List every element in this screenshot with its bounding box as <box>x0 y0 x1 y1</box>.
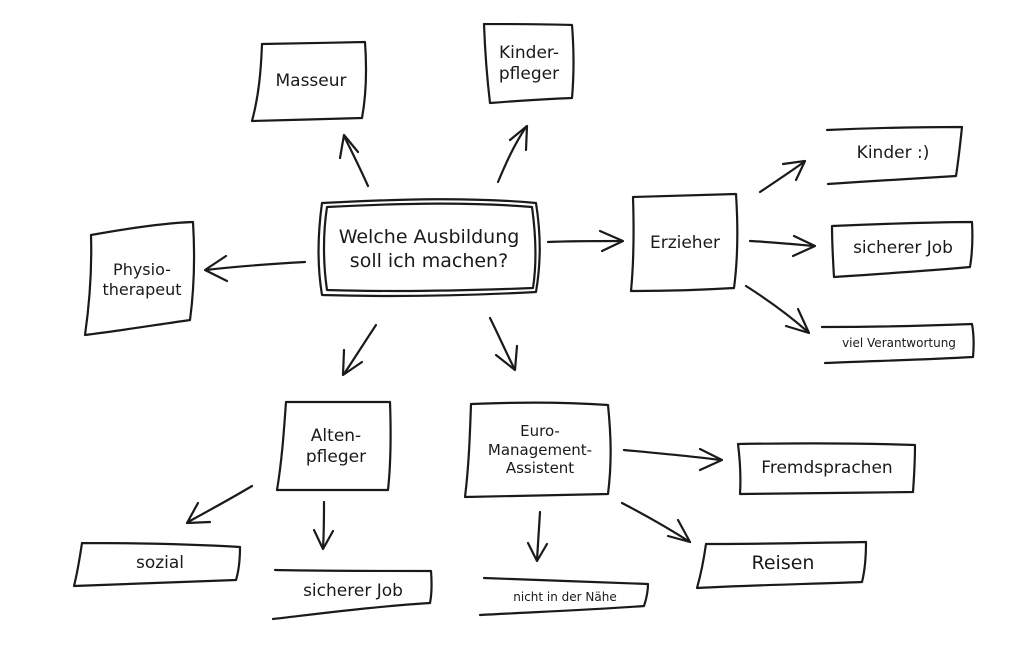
arrow-to-altenpfleger-head <box>341 348 364 377</box>
arrow-to-naehe <box>535 510 542 562</box>
center-node-label: Welche Ausbildung soll ich machen? <box>322 207 536 293</box>
center-node-line-1: Welche Ausbildung <box>338 226 520 249</box>
arrow-to-altenpfleger <box>342 323 378 376</box>
kinderpfleger-node-label: Kinder- pfleger <box>498 42 560 84</box>
arrow-to-erzieher <box>546 239 624 244</box>
altenpfleger-node-box <box>275 400 392 492</box>
sicherer-job-node-box-1 <box>830 220 974 279</box>
sozial-node-label: sozial <box>135 553 185 574</box>
arrow-to-sozial <box>186 484 254 524</box>
euro-node-label: Euro- Management- Assistent <box>487 421 593 478</box>
arrow-to-kinderpfleger <box>496 125 528 184</box>
arrow-to-kinder-head <box>781 159 807 182</box>
arrow-to-erzieher-head <box>598 229 625 253</box>
kinder-node-box <box>825 125 964 186</box>
arrow-to-euro <box>488 316 516 370</box>
arrow-to-naehe-head <box>526 541 549 563</box>
arrow-to-verantwortung <box>744 284 810 334</box>
arrow-to-sicherer-job-2-head <box>312 528 335 551</box>
verantwortung-node-box <box>820 322 975 365</box>
arrow-to-reisen <box>620 501 692 544</box>
erzieher-node-box <box>629 192 739 293</box>
center-node-box-inner <box>322 202 537 293</box>
masseur-node-box <box>250 40 368 123</box>
center-node-line-2: soll ich machen? <box>349 250 509 272</box>
verantwortung-node-label: viel Verantwortung <box>842 335 956 350</box>
kinderpfleger-node-box <box>482 22 575 105</box>
masseur-node-label: Masseur <box>275 71 347 92</box>
physio-node-label: Physio- therapeut <box>102 260 182 299</box>
reisen-node-label: Reisen <box>751 552 815 575</box>
reisen-node-box <box>695 540 868 590</box>
physio-node-box <box>83 220 196 337</box>
naehe-node-box <box>478 576 650 617</box>
arrow-to-fremdsprachen <box>622 448 722 462</box>
erzieher-node-label: Erzieher <box>649 233 721 254</box>
euro-node-box <box>463 401 612 499</box>
arrow-to-euro-head <box>494 344 519 372</box>
arrow-to-sicherer-job-1 <box>748 239 816 248</box>
fremdsprachen-node-box <box>736 442 917 496</box>
sozial-node-box <box>72 541 242 588</box>
arrow-to-reisen-head <box>666 518 692 544</box>
fremdsprachen-node-label: Fremdsprachen <box>761 458 893 479</box>
altenpfleger-node-label: Alten- pfleger <box>305 425 367 467</box>
arrow-to-sicherer-job-2 <box>321 500 326 550</box>
center-node-box <box>317 198 541 298</box>
arrow-to-kinderpfleger-head <box>508 124 529 152</box>
arrow-to-sozial-head <box>185 501 212 525</box>
sicherer-job-node-label-2: sicherer Job <box>303 581 403 602</box>
kinder-node-label: Kinder :) <box>856 143 930 164</box>
arrow-to-kinder <box>758 160 806 194</box>
arrow-to-verantwortung-head <box>784 307 811 335</box>
arrow-to-masseur-head <box>338 133 360 160</box>
arrow-to-physio <box>204 260 307 272</box>
arrow-to-sicherer-job-1-head <box>791 234 817 258</box>
sicherer-job-node-box-2 <box>271 568 433 621</box>
naehe-node-label: nicht in der Nähe <box>513 589 617 604</box>
arrow-to-fremdsprachen-head <box>698 447 724 472</box>
arrow-to-masseur <box>342 134 370 188</box>
sicherer-job-node-label-1: sicherer Job <box>853 238 953 259</box>
arrow-to-physio-head <box>203 254 229 283</box>
